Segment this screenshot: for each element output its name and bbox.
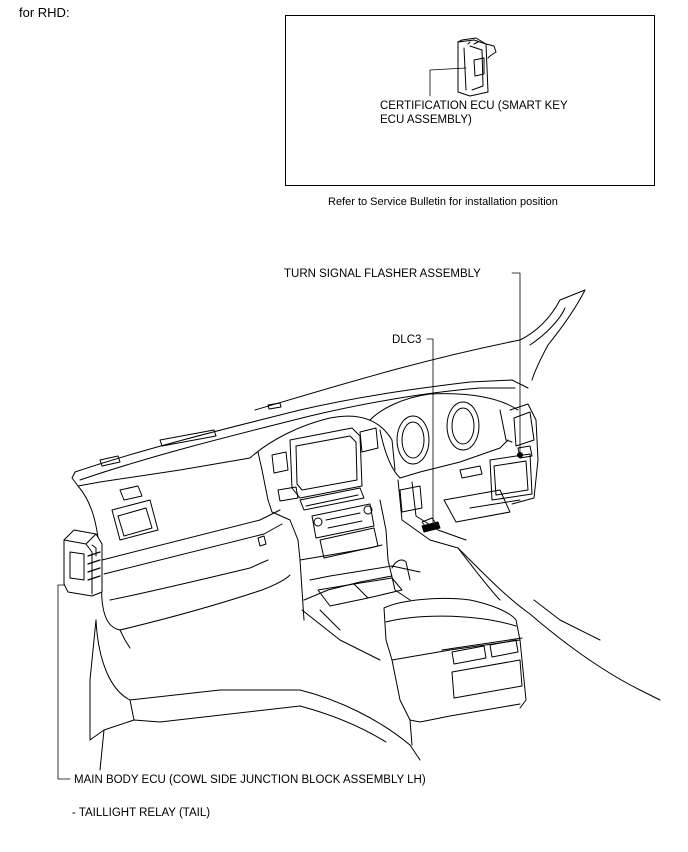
main-body-ecu-part bbox=[63, 529, 103, 597]
certification-ecu-inset-box bbox=[285, 15, 655, 186]
turn-signal-flasher-point bbox=[517, 452, 523, 458]
windshield-outline bbox=[254, 289, 586, 411]
installation-note: Refer to Service Bulletin for installati… bbox=[328, 196, 558, 208]
turn-signal-leader bbox=[511, 272, 521, 456]
turn-signal-flasher-label: TURN SIGNAL FLASHER ASSEMBLY bbox=[284, 268, 481, 280]
center-console-stack bbox=[249, 415, 411, 621]
main-body-ecu-leader bbox=[57, 584, 77, 780]
floor-outline bbox=[89, 599, 661, 771]
main-body-ecu-label: MAIN BODY ECU (COWL SIDE JUNCTION BLOCK … bbox=[74, 774, 426, 786]
dlc3-leader bbox=[426, 338, 434, 526]
dlc3-label: DLC3 bbox=[392, 334, 422, 346]
steering-column bbox=[397, 479, 531, 615]
taillight-relay-label: - TAILLIGHT RELAY (TAIL) bbox=[72, 807, 211, 819]
instrument-cluster bbox=[369, 393, 519, 479]
variant-label: for RHD: bbox=[19, 5, 70, 20]
floor-console bbox=[301, 559, 527, 746]
passenger-dash-panel bbox=[77, 457, 291, 649]
certification-ecu-label-line1: CERTIFICATION ECU (SMART KEY bbox=[380, 100, 568, 112]
certification-ecu-part bbox=[457, 37, 497, 97]
certification-ecu-label-line2: ECU ASSEMBLY) bbox=[380, 114, 472, 126]
dashboard-top bbox=[71, 379, 529, 501]
certification-ecu-leader bbox=[429, 67, 467, 97]
driver-dash-right bbox=[399, 403, 539, 533]
